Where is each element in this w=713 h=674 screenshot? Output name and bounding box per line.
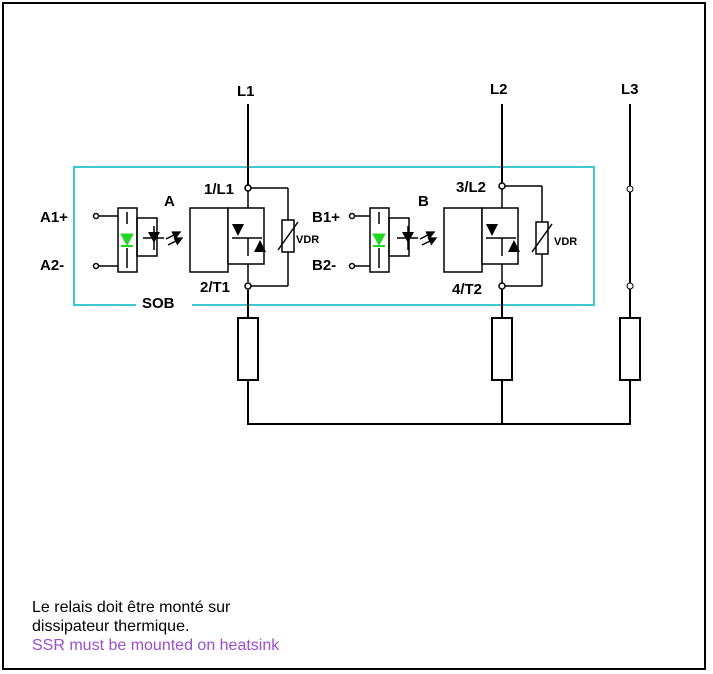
channel-b: B1+ B2- B 3/L2 4/T2 VDR [312,179,577,298]
load-resistor-2 [491,317,513,381]
line-l3-label: L3 [621,81,639,98]
line-l1-label: L1 [237,83,255,100]
sob-label: SOB [142,295,175,312]
load-resistor-3 [619,317,641,381]
relay-enclosure [73,166,595,306]
channel-b-label: B [418,193,429,210]
terminal-4t2-label: 4/T2 [452,281,482,298]
terminal-2t1-label: 2/T1 [200,279,230,296]
l3-terminal-top [626,185,634,193]
led-b-icon [372,233,386,247]
terminal-1l1-label: 1/L1 [204,181,234,198]
vdr-b-label: VDR [554,236,577,248]
note-fr-line2: dissipateur thermique. [32,618,190,635]
triac-b-icon [486,224,498,236]
power-lines [247,104,631,425]
l3-terminal-bottom [626,282,634,290]
led-a-icon [120,233,134,247]
terminal-a1-label: A1+ [40,209,68,226]
terminal-a2-label: A2- [40,257,64,274]
channel-a: A1+ A2- A 1/L1 2/T1 VDR [40,181,319,296]
terminal-b2-label: B2- [312,257,336,274]
triac-a-icon [232,224,244,236]
note-en: SSR must be mounted on heatsink [32,637,280,654]
note-fr-line1: Le relais doit être monté sur [32,599,231,616]
channel-a-label: A [164,193,175,210]
terminal-b1-label: B1+ [312,209,340,226]
mounting-note: Le relais doit être monté sur dissipateu… [32,598,392,655]
line-l2-label: L2 [490,81,508,98]
terminal-3l2-label: 3/L2 [456,179,486,196]
vdr-a-label: VDR [296,234,319,246]
diagram-frame [2,2,706,670]
load-resistor-1 [237,317,259,381]
